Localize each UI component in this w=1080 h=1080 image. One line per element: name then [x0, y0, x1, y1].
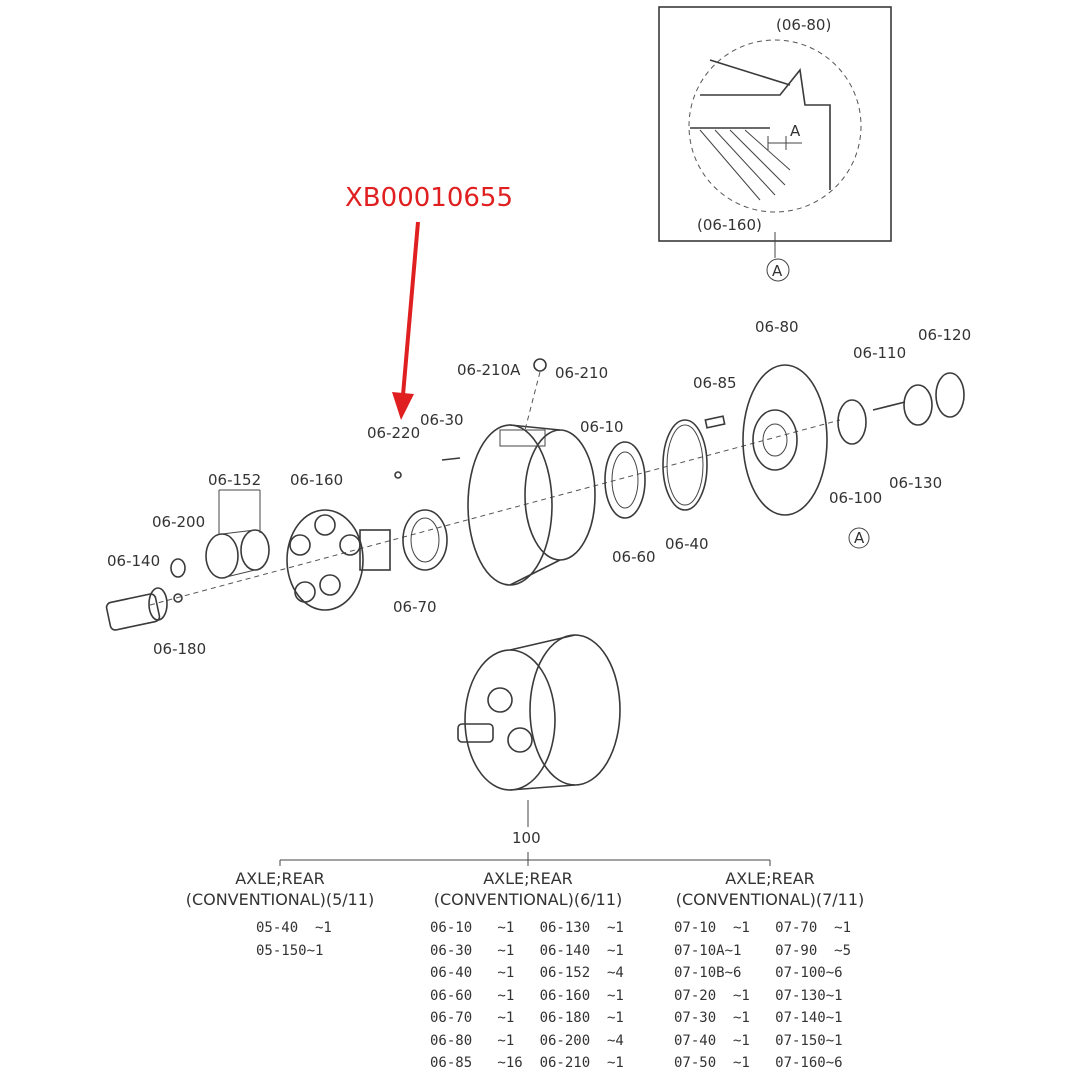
label-06-60: 06-60 [612, 548, 656, 566]
column-rows-5-11: 05-40 ~1 05-150~1 [256, 920, 332, 959]
label-06-180: 06-180 [153, 640, 206, 658]
part-06-220-plug [394, 471, 402, 479]
part-06-40-ring [662, 419, 708, 511]
detail-bottom-label: (06-160) [697, 216, 762, 234]
column-header-6-11: AXLE;REAR (CONVENTIONAL)(6/11) [418, 868, 638, 910]
detail-a-inset: (06-80) A (06-160) A [658, 6, 892, 282]
part-06-180-ball [173, 593, 183, 603]
part-06-100-plate [837, 399, 867, 445]
part-06-80-hub [742, 364, 828, 516]
column-rows-6-11: 06-10 ~1 06-130 ~1 06-30 ~1 06-140 ~1 06… [430, 920, 624, 1071]
column-title: AXLE;REAR (CONVENTIONAL)(6/11) [433, 869, 623, 909]
callout-arrow [392, 392, 414, 420]
column-title: AXLE;REAR (CONVENTIONAL)(5/11) [185, 869, 375, 909]
label-06-130: 06-130 [889, 474, 942, 492]
part-06-30-pin [441, 457, 461, 461]
label-ref-a: A [854, 529, 865, 547]
label-06-80: 06-80 [755, 318, 799, 336]
part-06-110-bolt [872, 401, 906, 411]
column-rows-7-11: 07-10 ~1 07-70 ~1 07-10A~1 07-90 ~5 07-1… [674, 920, 852, 1071]
part-06-60-bearing [604, 441, 646, 519]
label-06-70: 06-70 [393, 598, 437, 616]
ref-circle-a-top [766, 258, 790, 282]
detail-circle [688, 39, 862, 213]
column-header-5-11: AXLE;REAR (CONVENTIONAL)(5/11) [170, 868, 390, 910]
label-06-140: 06-140 [107, 552, 160, 570]
detail-top-label: (06-80) [776, 16, 831, 34]
column-title: AXLE;REAR (CONVENTIONAL)(7/11) [675, 869, 865, 909]
label-06-160: 06-160 [290, 471, 343, 489]
part-06-85-bolt [704, 415, 726, 429]
ref-circle-a-bottom [848, 527, 870, 549]
label-assembly-100: 100 [512, 829, 541, 847]
label-06-110: 06-110 [853, 344, 906, 362]
label-06-40: 06-40 [665, 535, 709, 553]
callout-part-number: XB00010655 [345, 183, 513, 213]
part-06-140-shaft [105, 587, 168, 631]
part-06-10-housing [467, 424, 596, 586]
label-06-210: 06-210 [555, 364, 608, 382]
detail-ref-mark: A [772, 262, 783, 280]
label-06-210a: 06-210A [457, 361, 521, 379]
part-06-200-ring [170, 558, 186, 578]
part-06-152-gear-pair [205, 529, 270, 579]
part-06-160-carrier [286, 509, 391, 611]
label-06-85: 06-85 [693, 374, 737, 392]
part-06-130-oring [903, 384, 933, 426]
part-06-210-fitting [524, 358, 547, 431]
label-06-10: 06-10 [580, 418, 624, 436]
label-06-152: 06-152 [208, 471, 261, 489]
assembly-100 [457, 634, 621, 827]
label-06-120: 06-120 [918, 326, 971, 344]
part-06-120-ring [935, 372, 965, 418]
part-number-callout: XB00010655 [345, 183, 513, 420]
label-06-220: 06-220 [367, 424, 420, 442]
label-06-30: 06-30 [420, 411, 464, 429]
column-header-7-11: AXLE;REAR (CONVENTIONAL)(7/11) [660, 868, 880, 910]
label-06-200: 06-200 [152, 513, 205, 531]
assembly-axis [149, 419, 841, 606]
label-06-100: 06-100 [829, 489, 882, 507]
detail-dim-label: A [790, 122, 801, 140]
detail-frame [658, 6, 892, 242]
part-06-70-seal [402, 509, 448, 571]
